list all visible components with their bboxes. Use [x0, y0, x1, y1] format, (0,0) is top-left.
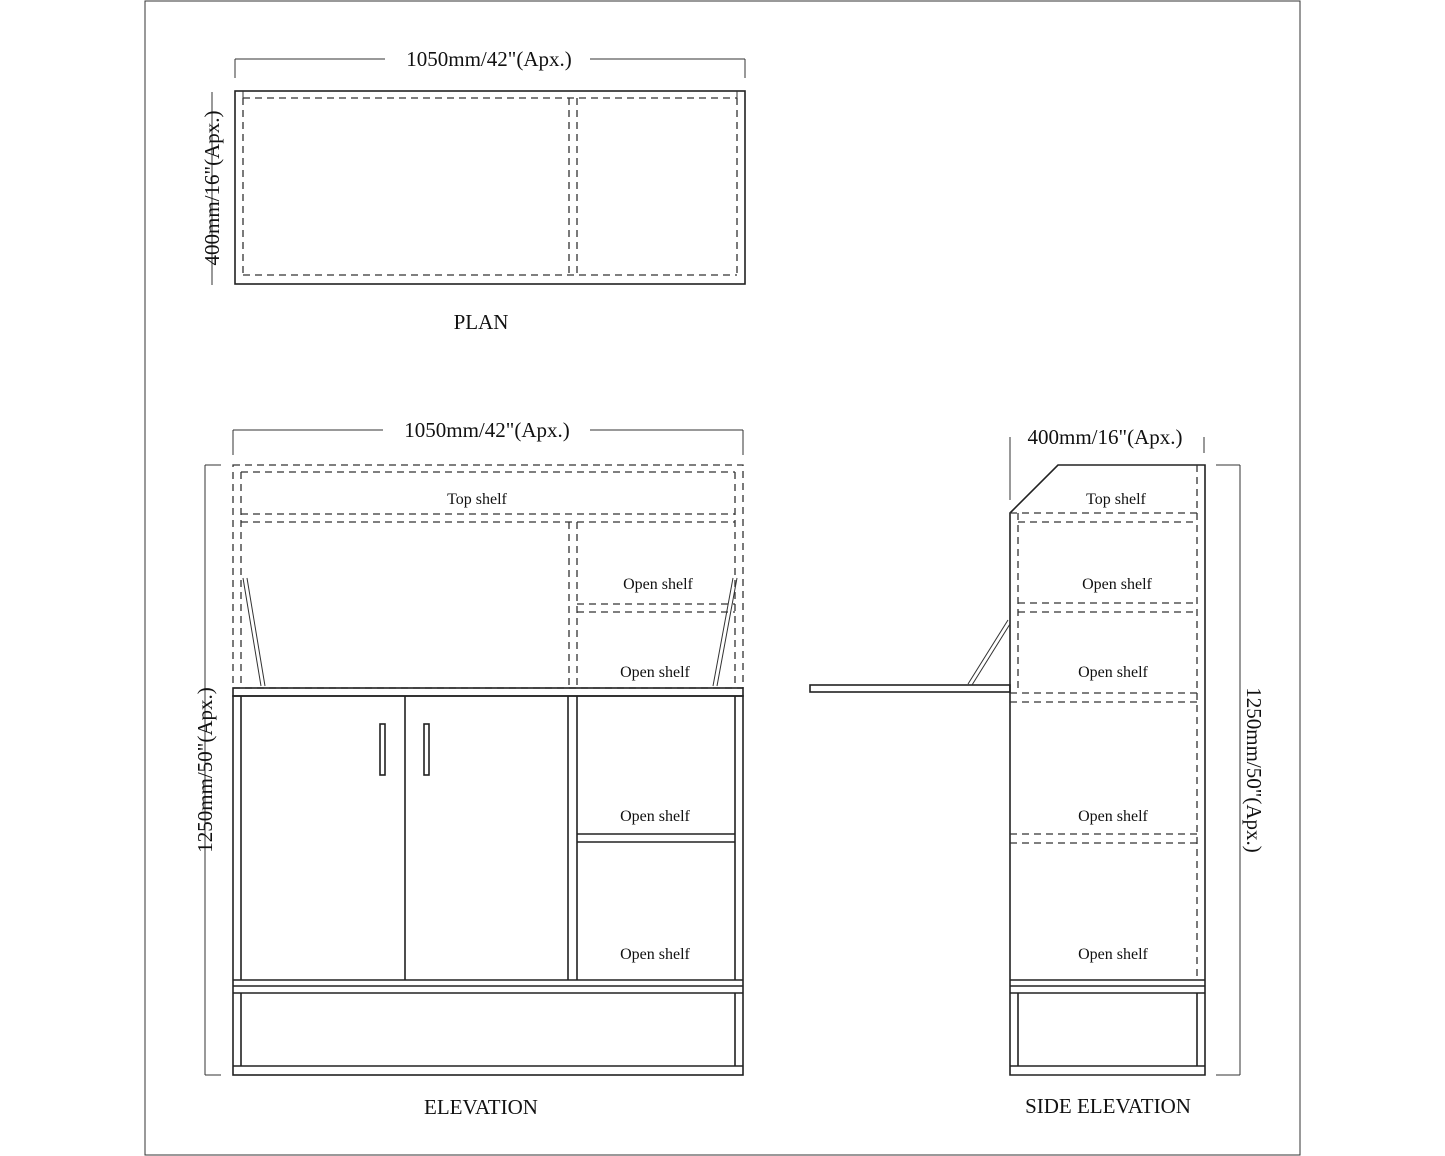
elevation-view: 1050mm/42"(Apx.) 1250mm/50"(Apx.) Top sh… — [193, 418, 744, 1119]
stay-strut-left — [242, 577, 266, 687]
label-top-shelf: Top shelf — [1086, 491, 1146, 508]
plan-title: PLAN — [454, 310, 509, 334]
label-open-shelf: Open shelf — [1078, 946, 1148, 963]
label-open-shelf: Open shelf — [1078, 664, 1148, 681]
stay-strut-right — [712, 577, 738, 687]
side-elevation-title: SIDE ELEVATION — [1025, 1094, 1191, 1118]
side-outline — [1009, 464, 1206, 1076]
sheet-border — [144, 0, 1301, 1156]
plan-view: 1050mm/42"(Apx.) 400mm/16"(Apx.) PLAN — [200, 47, 746, 334]
elevation-title: ELEVATION — [424, 1095, 538, 1119]
door-handle-left — [379, 723, 386, 776]
label-open-shelf: Open shelf — [623, 576, 693, 593]
plan-depth-dimension: 400mm/16"(Apx.) — [200, 111, 224, 266]
label-open-shelf: Open shelf — [620, 664, 690, 681]
label-top-shelf: Top shelf — [447, 491, 507, 508]
side-elevation-view: 400mm/16"(Apx.) 1250mm/50"(Apx.) Top she… — [809, 425, 1266, 1118]
plan-outline — [234, 90, 746, 285]
side-depth-dimension: 400mm/16"(Apx.) — [1028, 425, 1183, 449]
label-open-shelf: Open shelf — [620, 946, 690, 963]
plan-width-dimension: 1050mm/42"(Apx.) — [406, 47, 571, 71]
flap-stay-strut — [967, 619, 1011, 686]
label-open-shelf: Open shelf — [620, 808, 690, 825]
label-open-shelf: Open shelf — [1082, 576, 1152, 593]
elevation-height-dimension: 1250mm/50"(Apx.) — [193, 687, 217, 852]
elevation-width-dimension: 1050mm/42"(Apx.) — [404, 418, 569, 442]
label-open-shelf: Open shelf — [1078, 808, 1148, 825]
counter-top — [232, 687, 744, 697]
fold-down-flap — [809, 684, 1011, 693]
door-handle-right — [423, 723, 430, 776]
side-height-dimension: 1250mm/50"(Apx.) — [1242, 687, 1266, 852]
